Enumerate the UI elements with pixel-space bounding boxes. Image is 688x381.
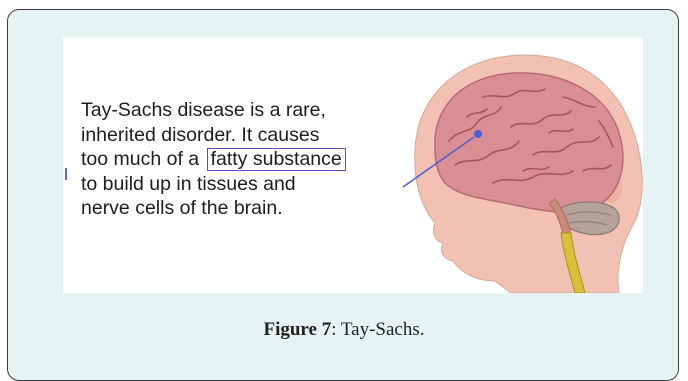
- figure-panel: Tay-Sachs disease is a rare, inherited d…: [7, 9, 679, 381]
- caption-text: : Tay-Sachs.: [331, 319, 424, 340]
- figure-image: Tay-Sachs disease is a rare, inherited d…: [63, 37, 643, 293]
- figure-caption: Figure 7: Tay-Sachs.: [8, 319, 680, 341]
- caption-label: Figure 7: [263, 319, 331, 340]
- target-point: [474, 130, 482, 138]
- infant-brain-illustration: [63, 37, 643, 293]
